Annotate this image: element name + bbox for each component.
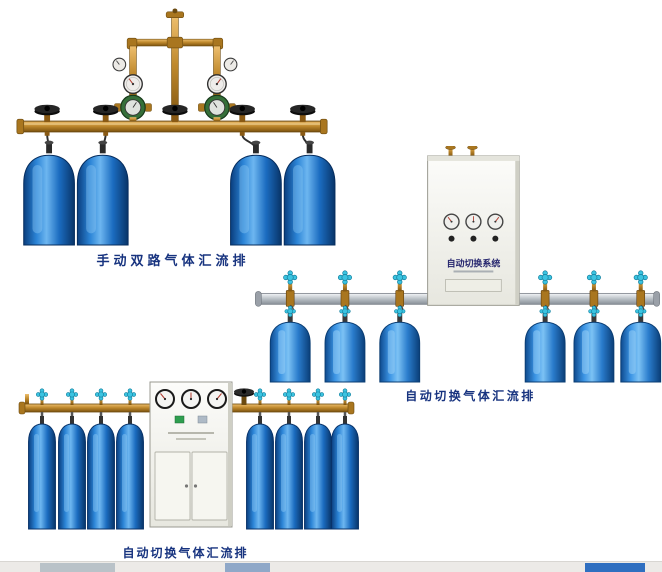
- cylinder-highlights: [34, 434, 342, 512]
- cyan-handwheel-icon: [586, 270, 601, 285]
- valve-handwheels: [36, 388, 351, 405]
- gas-cylinder: [620, 321, 662, 383]
- gas-cylinder: [275, 423, 303, 530]
- gas-cylinder: [331, 423, 359, 530]
- cylinder-highlights: [32, 165, 303, 234]
- cyan-handwheel-icon: [337, 270, 352, 285]
- cylinder-highlights: [278, 330, 636, 375]
- gas-cylinder: [379, 321, 421, 383]
- manifold-pipe: [16, 118, 328, 135]
- valve-handwheel: [162, 104, 188, 123]
- indicator-gray: [197, 415, 208, 424]
- pipe-fittings: [44, 131, 306, 136]
- gas-cylinders: [23, 154, 336, 246]
- cabinet-vent: [445, 279, 502, 292]
- cyan-handwheel-icon: [95, 388, 107, 401]
- gallery-thumbnail[interactable]: [585, 563, 645, 572]
- cyan-handwheel-icon: [392, 270, 407, 285]
- gas-cylinder: [23, 154, 75, 246]
- gas-cylinders: [269, 321, 662, 383]
- gas-cylinder: [283, 154, 336, 246]
- door-handle: [193, 484, 198, 488]
- cyan-handwheel-icon: [66, 388, 78, 401]
- cyan-handwheel-icon: [633, 270, 648, 285]
- control-cabinet: 自动切换系统: [427, 146, 520, 306]
- indicator-green: [174, 415, 185, 424]
- control-cabinet: [149, 381, 233, 528]
- gas-cylinder: [246, 423, 274, 530]
- regulator-assembly-left: [112, 45, 152, 123]
- cabinet-text-line: [176, 438, 206, 440]
- gas-cylinder: [116, 423, 144, 530]
- gas-cylinder: [324, 321, 366, 383]
- gas-cylinder: [269, 321, 311, 383]
- cyan-handwheel-icon: [254, 388, 266, 401]
- product-illustration-auto-switch-cabinet: 自动切换系统: [255, 146, 662, 383]
- cyan-handwheel-icon: [312, 388, 324, 401]
- manifold-pipe: [18, 394, 355, 415]
- cylinder-valves: [40, 412, 347, 424]
- cabinet-gauge: [443, 213, 504, 230]
- cabinet-door: [191, 451, 228, 521]
- gas-cylinders: [28, 423, 359, 530]
- gas-cylinder: [28, 423, 56, 530]
- gas-cylinder: [573, 321, 615, 383]
- cyan-handwheel-icon: [538, 270, 553, 285]
- valve-handwheel: [290, 104, 316, 123]
- cabinet-knobs: [448, 235, 499, 242]
- valve-handwheel-black: [234, 388, 254, 405]
- product-figure-auto-switch-gauges[interactable]: 自动切换气体汇流排: [12, 378, 359, 561]
- gas-cylinder: [230, 154, 282, 246]
- cyan-handwheel-icon: [283, 270, 298, 285]
- valve-stations: [283, 270, 648, 307]
- gas-cylinder: [304, 423, 332, 530]
- gas-cylinder: [76, 154, 129, 246]
- valve-station: [633, 270, 648, 307]
- cabinet-text-line: [168, 432, 214, 434]
- product-illustration-auto-switch-gauges: [18, 381, 359, 530]
- product-illustration-manual-dual-manifold: [16, 8, 336, 246]
- cyan-handwheel-icon: [339, 388, 351, 401]
- cylinder-valves: [44, 140, 314, 154]
- product-caption: 自动切换气体汇流排: [405, 389, 536, 403]
- cabinet-door: [154, 451, 191, 521]
- cyan-handwheel-icon: [124, 388, 136, 401]
- valve-handwheel: [34, 104, 60, 123]
- gas-cylinder: [87, 423, 115, 530]
- cabinet-sublabel-line: [453, 270, 494, 273]
- gallery-thumbnail[interactable]: [225, 563, 270, 572]
- cabinet-label: 自动切换系统: [447, 257, 501, 268]
- cyan-handwheel-icon: [36, 388, 48, 401]
- valve-handwheel: [229, 104, 255, 123]
- gas-cylinder: [58, 423, 86, 530]
- cyan-handwheel-icon: [283, 388, 295, 401]
- valve-handwheels: [34, 104, 316, 123]
- gas-cylinder: [524, 321, 566, 383]
- cylinder-valves: [284, 305, 647, 324]
- valve-handwheel: [92, 104, 119, 123]
- valve-station: [586, 270, 601, 307]
- bottom-gallery-strip: [0, 561, 662, 572]
- product-figure-manual-dual-manifold[interactable]: 手动双路气体汇流排: [8, 6, 338, 269]
- product-figure-auto-switch-cabinet[interactable]: 自动切换系统 自动切换气体汇流排: [253, 146, 662, 404]
- door-handle: [184, 484, 189, 488]
- product-caption: 自动切换气体汇流排: [122, 546, 249, 560]
- gallery-thumbnail[interactable]: [40, 563, 115, 572]
- cabinet-gauge: [155, 389, 227, 409]
- product-caption: 手动双路气体汇流排: [96, 253, 250, 268]
